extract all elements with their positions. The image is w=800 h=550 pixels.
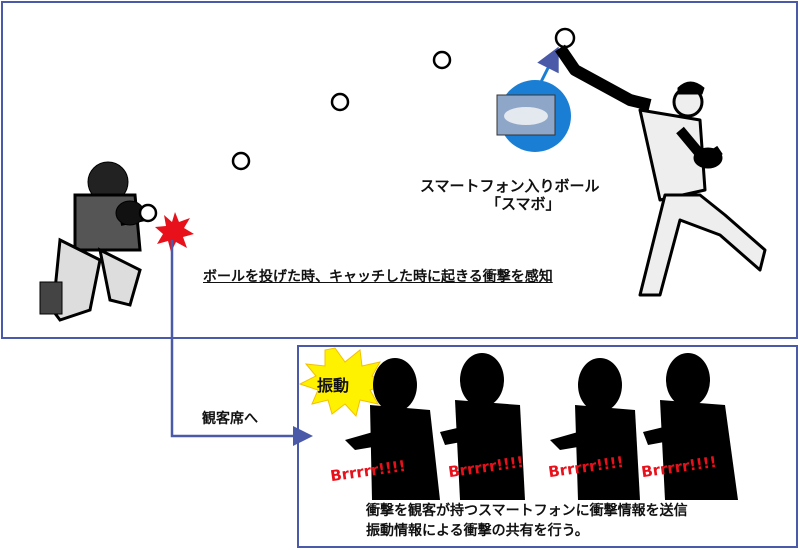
burst-label: 振動 — [317, 376, 350, 395]
spectator-silhouette — [643, 353, 738, 500]
connector-arrow — [170, 240, 313, 446]
bottom-panel — [297, 345, 798, 548]
ball-icon — [231, 151, 251, 171]
catcher-figure — [39, 161, 158, 322]
ball-icon — [554, 27, 576, 49]
ball-icon — [330, 92, 350, 112]
connector-label: 観客席へ — [202, 411, 258, 427]
caption-line1: 衝撃を観客が持つスマートフォンに衝撃情報を送信 — [366, 503, 688, 519]
vibration-burst-icon — [298, 347, 390, 418]
caption-line2: 振動情報による衝撃の共有を行う。 — [366, 523, 589, 539]
ball-icon — [432, 50, 452, 70]
ball-label-line2: 「スマボ」 — [486, 195, 561, 213]
impact-burst-icon — [155, 212, 194, 252]
sensing-caption: ボールを投げた時、キャッチした時に起きる衝撃を感知 — [203, 269, 553, 285]
ball-label-line1: スマートフォン入りボール — [420, 177, 600, 195]
top-panel — [1, 1, 798, 339]
spectator-silhouette — [345, 358, 440, 500]
spectator-silhouette — [440, 353, 525, 500]
spectators — [345, 353, 738, 500]
spectator-silhouette — [550, 358, 640, 500]
pitcher-figure — [555, 44, 767, 297]
